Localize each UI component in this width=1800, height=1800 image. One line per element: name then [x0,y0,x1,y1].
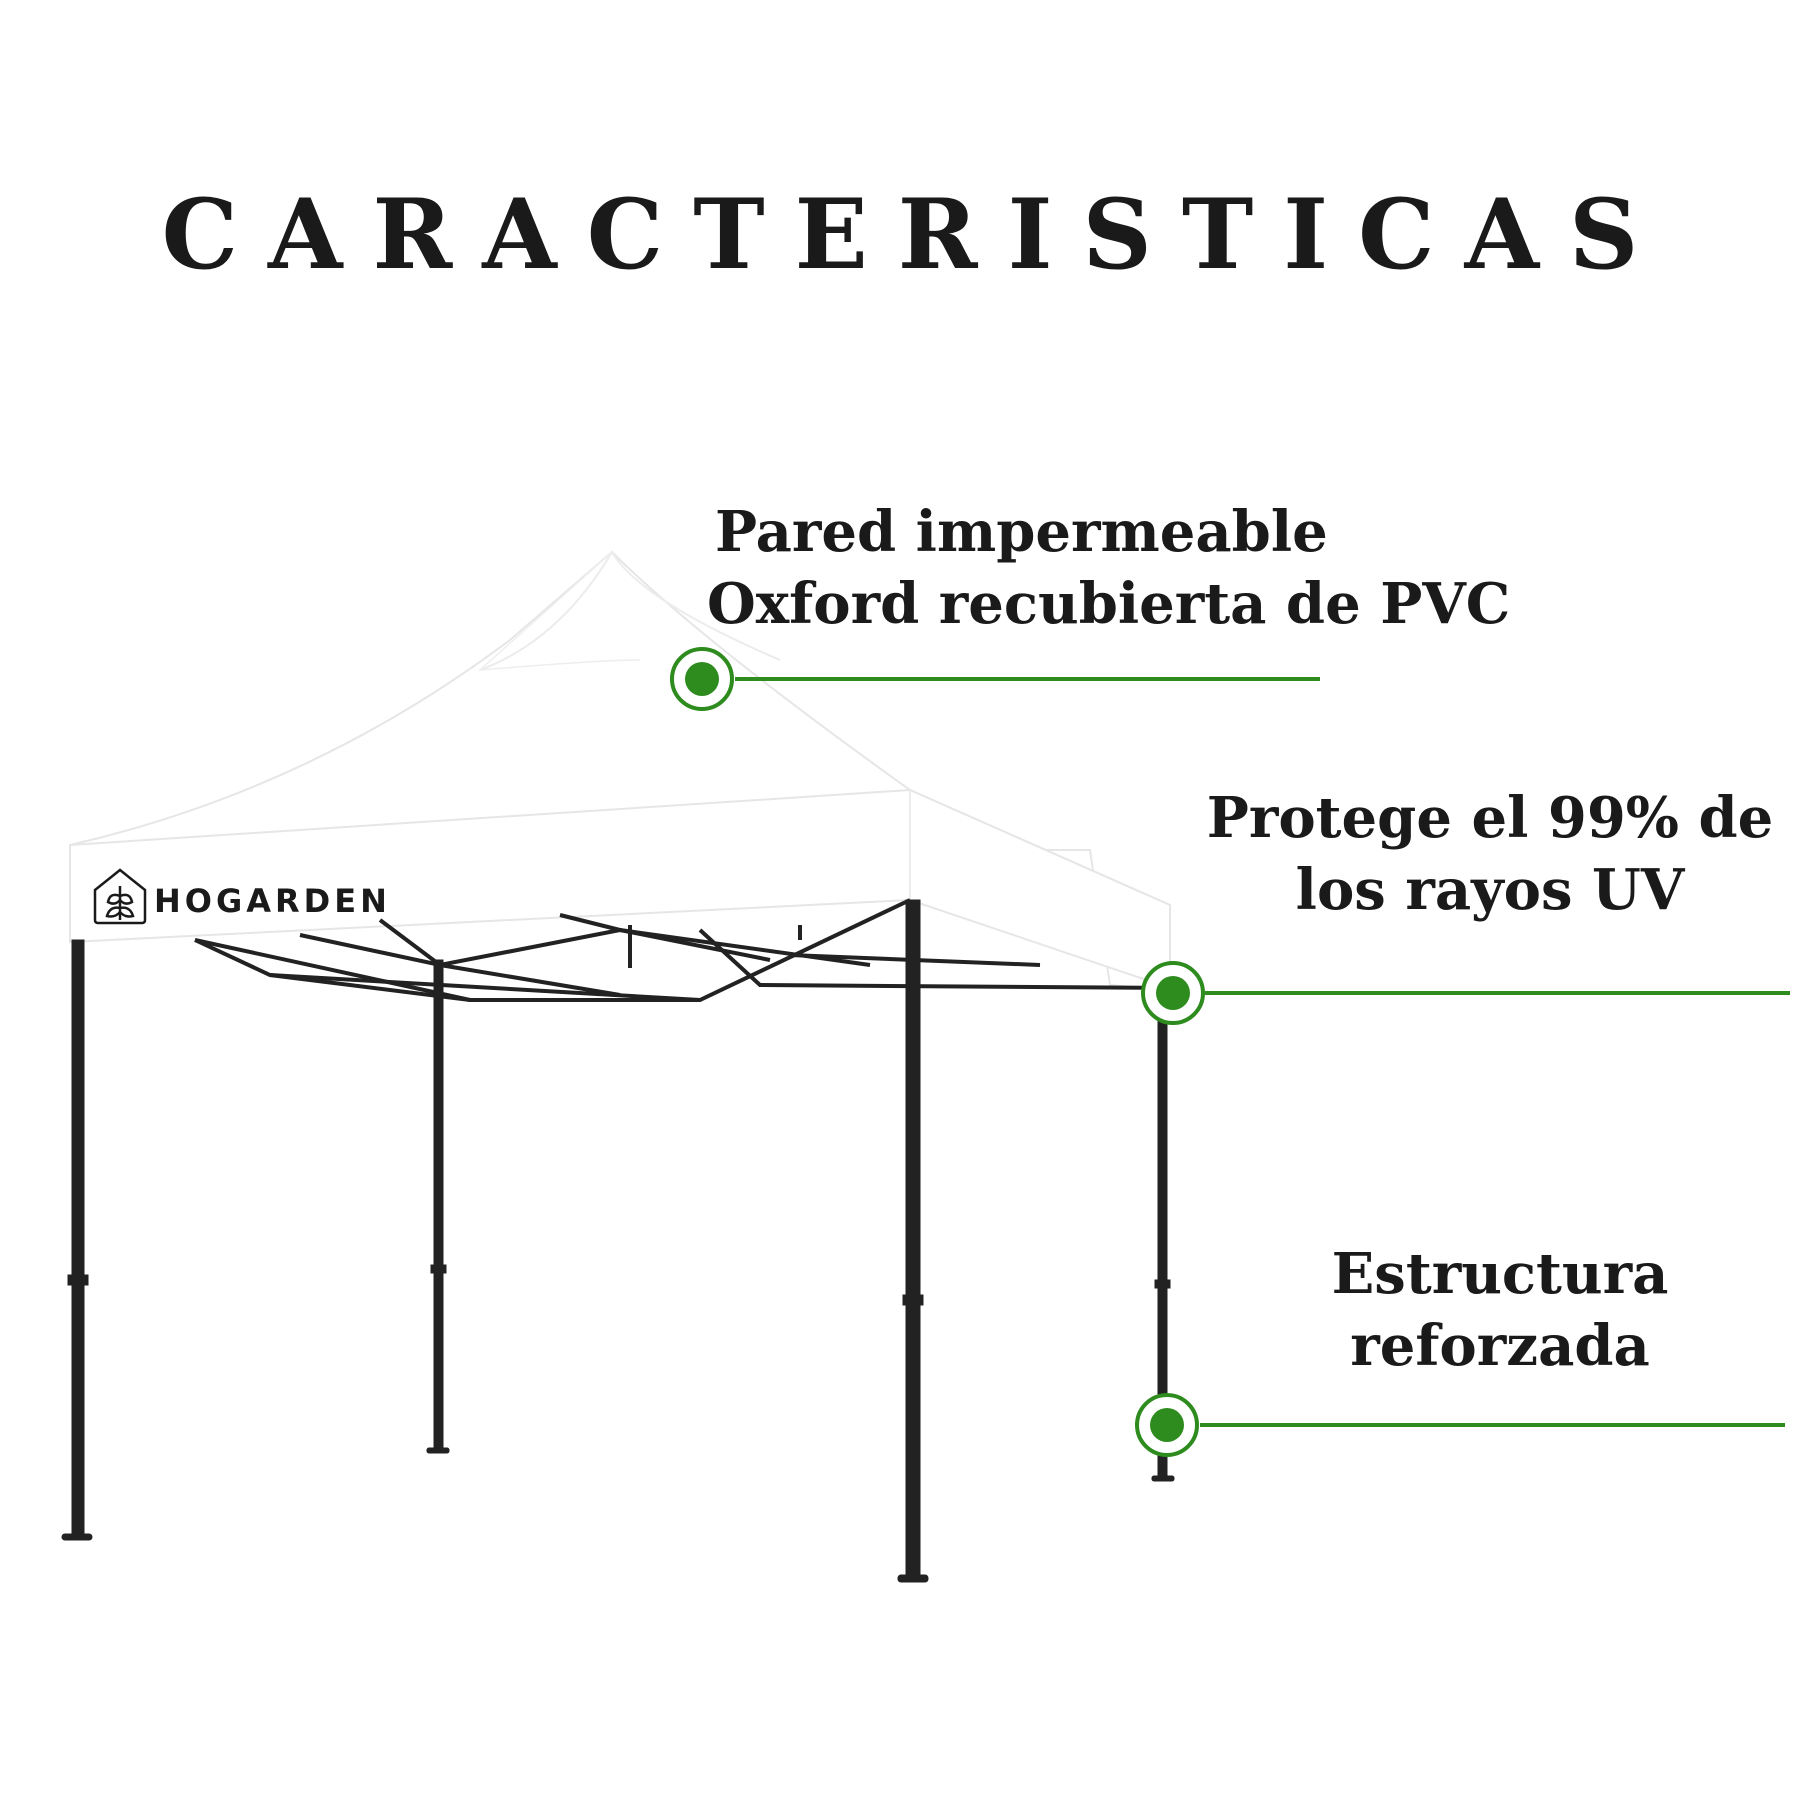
callout-marker-3 [1135,1393,1785,1457]
callout-structure-line2: reforzada [1350,1313,1650,1379]
page-title: CARACTERISTICAS [161,178,1669,291]
callout-pvc-wall: Pared impermeable Oxford recubierta de P… [707,496,1510,640]
callout-pvc-wall-line2: Oxford recubierta de PVC [707,571,1511,637]
callout-uv-line1: Protege el 99% de [1206,785,1774,851]
callout-uv-protection: Protege el 99% de los rayos UV [1190,782,1790,926]
tent-legs [61,899,1175,1583]
brand-name: HOGARDEN [154,882,391,920]
callout-pvc-wall-line1: Pared impermeable [715,499,1328,565]
callout-marker-1 [670,647,1320,711]
callout-reinforced-structure: Estructura reforzada [1290,1238,1710,1382]
callout-uv-line2: los rayos UV [1295,857,1685,923]
house-leaves-icon [93,868,147,925]
callout-marker-2 [1141,961,1790,1025]
callout-structure-line1: Estructura [1331,1241,1669,1307]
